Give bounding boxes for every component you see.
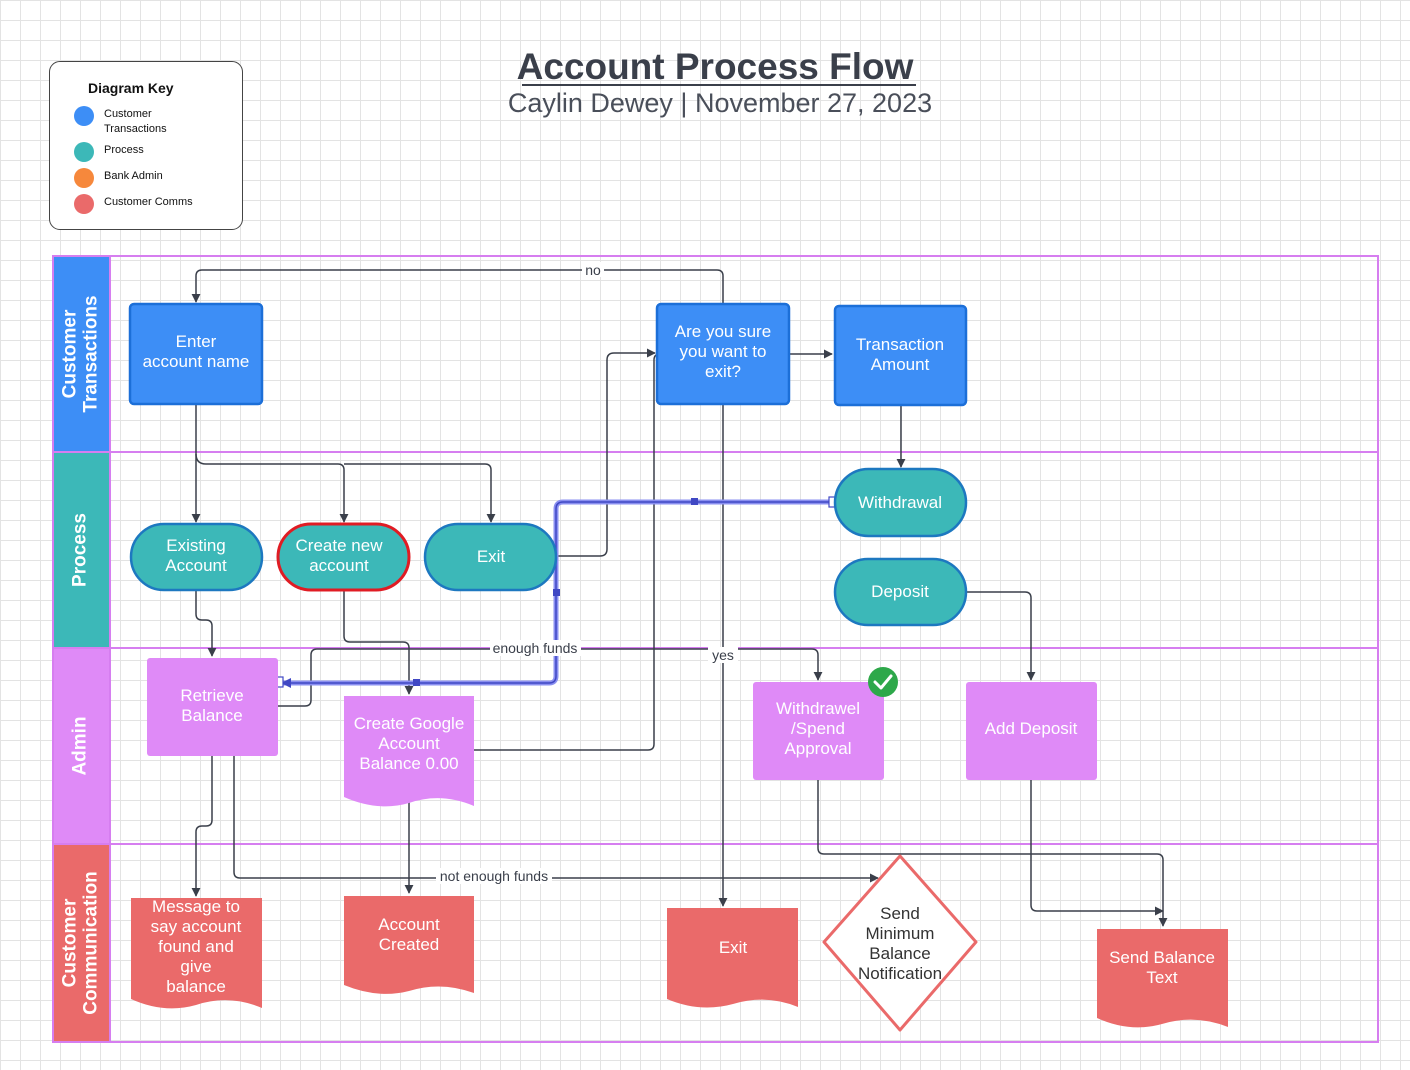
key-item-customer-transactions: Customer Transactions bbox=[74, 106, 194, 137]
edge-enter-name-to-create-new[interactable] bbox=[195, 453, 349, 523]
red-dot-icon bbox=[74, 194, 94, 214]
check-icon bbox=[868, 667, 898, 697]
edge-label-bg bbox=[582, 262, 604, 277]
lane-label-customer-communication: CustomerCommunication bbox=[59, 871, 101, 1015]
lane-admin bbox=[109, 647, 1379, 845]
node-label: Exit bbox=[719, 938, 748, 957]
key-item-customer-comms: Customer Comms bbox=[74, 194, 194, 214]
swimlanes: CustomerTransactions Process Admin Custo… bbox=[52, 255, 1379, 1043]
node-label: Add Deposit bbox=[985, 719, 1078, 738]
node-exit-comm[interactable]: Exit bbox=[667, 908, 798, 1008]
key-title: Diagram Key bbox=[88, 80, 174, 96]
lane-label-admin: Admin bbox=[70, 716, 91, 775]
edge-handle[interactable] bbox=[691, 498, 698, 505]
node-add-deposit[interactable]: Add Deposit bbox=[966, 682, 1097, 780]
edge-label-yes: yes bbox=[712, 647, 734, 663]
edge-label-not-enough-funds: not enough funds bbox=[440, 868, 548, 884]
edge-existing-to-retrieve[interactable] bbox=[195, 590, 217, 657]
edge-create-new-to-google[interactable] bbox=[343, 590, 414, 695]
key-item-process: Process bbox=[74, 142, 194, 162]
edge-approval-to-balance-text[interactable] bbox=[817, 780, 1168, 927]
edge-add-deposit-to-balance-text[interactable] bbox=[1030, 780, 1164, 916]
edge-labels: no yes enough funds not enough funds bbox=[436, 262, 738, 884]
lane-header-customer-transactions bbox=[52, 255, 111, 453]
teal-dot-icon bbox=[74, 142, 94, 162]
edge-label-bg bbox=[490, 640, 581, 656]
connectors bbox=[191, 269, 1168, 927]
edge-handle[interactable] bbox=[413, 679, 420, 686]
edge-retrieve-to-message[interactable] bbox=[191, 756, 213, 897]
edge-enter-name-to-exit[interactable] bbox=[344, 463, 496, 523]
lane-label-customer-transactions: CustomerTransactions bbox=[59, 295, 101, 412]
lane-header-admin bbox=[52, 647, 111, 845]
blue-dot-icon bbox=[74, 106, 94, 126]
key-item-bank-admin: Bank Admin bbox=[74, 168, 194, 188]
edge-retrieve-to-min-balance-not-enough[interactable] bbox=[233, 756, 879, 883]
diagram-title: Account Process Flow bbox=[516, 46, 914, 87]
edge-retrieve-to-approval-enough-funds[interactable] bbox=[278, 648, 823, 707]
edge-deposit-to-add-deposit[interactable] bbox=[966, 591, 1036, 681]
edge-handle[interactable] bbox=[553, 589, 560, 596]
node-exit-process[interactable]: Exit bbox=[423, 522, 558, 592]
orange-dot-icon bbox=[74, 168, 94, 188]
node-deposit[interactable]: Deposit bbox=[833, 557, 968, 627]
key-item-label: Process bbox=[104, 144, 144, 156]
key-item-label: Customer Transactions bbox=[104, 108, 167, 135]
edge-label-enough-funds: enough funds bbox=[493, 640, 578, 656]
edge-label-bg bbox=[708, 647, 738, 663]
node-withdrawal[interactable]: Withdrawal bbox=[833, 467, 968, 538]
node-label: Withdrawal bbox=[858, 493, 942, 512]
node-label: Exit bbox=[477, 547, 506, 566]
edge-label-no: no bbox=[585, 262, 601, 278]
edge-are-you-sure-to-enter-name-no[interactable] bbox=[191, 269, 724, 304]
key-item-label: Customer Comms bbox=[104, 196, 193, 208]
edge-exit-to-are-you-sure[interactable] bbox=[556, 348, 656, 557]
title-underline bbox=[522, 84, 916, 86]
node-label: Deposit bbox=[871, 582, 929, 601]
diagram-key[interactable]: Diagram Key Customer Transactions Proces… bbox=[49, 61, 243, 230]
edge-label-bg bbox=[436, 868, 552, 884]
key-item-label: Bank Admin bbox=[104, 170, 163, 182]
lane-label-process: Process bbox=[70, 513, 91, 587]
diagram-subtitle: Caylin Dewey | November 27, 2023 bbox=[507, 88, 933, 118]
lane-header-customer-communication bbox=[52, 843, 111, 1043]
lane-header-process bbox=[52, 451, 111, 649]
